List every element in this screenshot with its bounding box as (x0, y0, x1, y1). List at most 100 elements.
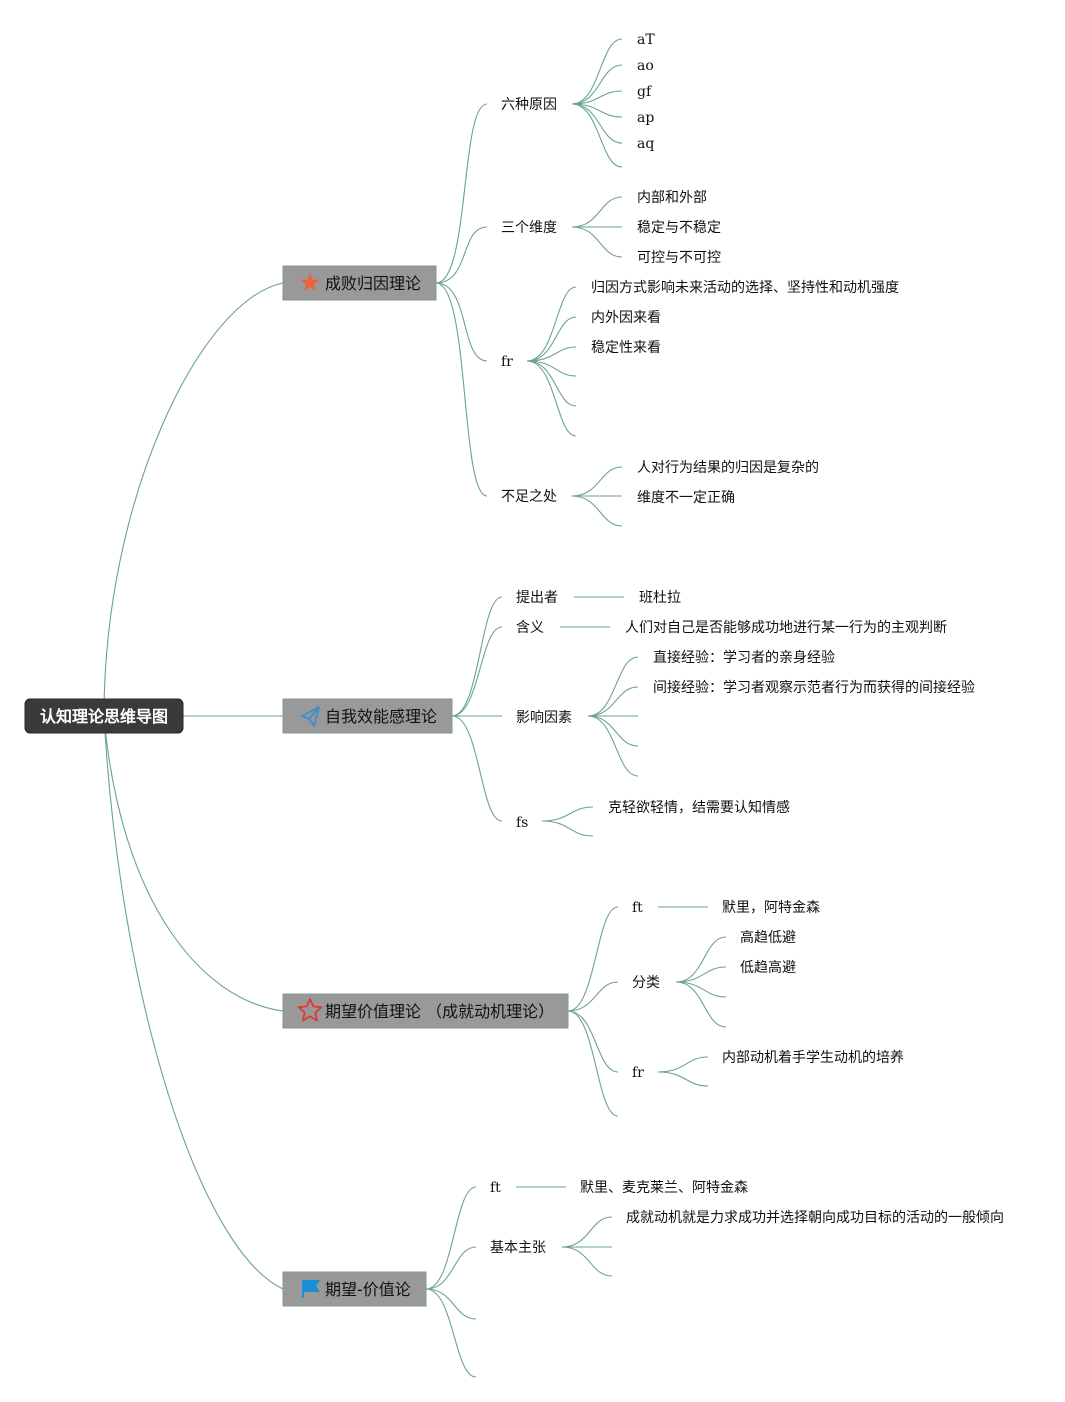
leaf-node-label[interactable]: 默里、麦克莱兰、阿特金森 (580, 1180, 748, 1196)
leaf-node-label[interactable]: 班杜拉 (639, 590, 681, 606)
topic-node-2[interactable]: 自我效能感理论 (282, 698, 453, 734)
link-t2b3-l2 (587, 686, 639, 717)
branch-node-label[interactable]: 分类 (632, 975, 660, 991)
link-t4-b4 (425, 1288, 477, 1378)
link-t3b3-l2 (657, 1071, 709, 1087)
leaf-node-label[interactable]: ap (637, 110, 654, 126)
paper-plane-icon (301, 706, 320, 727)
leaf-node-label[interactable]: 低趋高避 (740, 959, 796, 976)
link-t1b3-l5 (526, 360, 577, 407)
leaf-node-label[interactable]: 直接经验：学习者的亲身经验 (653, 649, 835, 666)
link-t1b1-l1 (571, 38, 623, 105)
link-root-topic-1 (103, 282, 284, 717)
link-t1-b3 (435, 282, 488, 362)
link-t4-b1 (425, 1186, 477, 1290)
orange-star-icon (300, 273, 320, 291)
link-t2b4-l1 (541, 806, 594, 822)
link-root-topic-3 (103, 715, 284, 1012)
topic-node-1[interactable]: 成败归因理论 (282, 265, 437, 301)
branch-node-label[interactable]: ft (490, 1180, 501, 1196)
link-t2b3-l5 (587, 715, 639, 777)
link-t4-b2 (425, 1246, 477, 1290)
link-t1b1-l2 (571, 64, 623, 105)
link-t3-b3 (567, 1010, 619, 1073)
link-t3b2-l4 (675, 981, 727, 1028)
link-t1b4-l1 (571, 466, 623, 497)
leaf-node-label[interactable]: 内部动机着手学生动机的培养 (722, 1050, 904, 1066)
link-t2-b4 (451, 715, 503, 822)
leaf-node-label[interactable]: 内外因来看 (591, 310, 661, 326)
connector-lines (103, 38, 727, 1378)
link-t2-b1 (451, 596, 503, 717)
blue-flag-icon (302, 1280, 320, 1298)
leaf-node-label[interactable]: 高趋低避 (740, 929, 796, 946)
branch-node-label[interactable]: 提出者 (516, 590, 558, 606)
link-t1b3-l2 (526, 316, 577, 362)
leaf-node-label[interactable]: 成就动机就是力求成功并选择朝向成功目标的活动的一般倾向 (626, 1210, 1004, 1226)
root-node[interactable]: 认知理论思维导图 (24, 698, 184, 734)
leaf-node-label[interactable]: aq (637, 136, 654, 152)
topic-node-4[interactable]: 期望-价值论 (282, 1271, 427, 1307)
link-t1b3-l3 (526, 346, 577, 362)
leaf-node-label[interactable]: 人对行为结果的归因是复杂的 (637, 459, 819, 476)
leaf-node-label[interactable]: gf (637, 84, 653, 100)
link-t1-b4 (435, 282, 488, 497)
leaf-node-label[interactable]: 间接经验：学习者观察示范者行为而获得的间接经验 (653, 679, 975, 696)
link-t1b2-l1 (571, 196, 623, 228)
branch-node-label[interactable]: fs (516, 815, 528, 831)
link-t4b2-l1 (561, 1216, 613, 1248)
link-t1b2-l3 (571, 226, 623, 258)
link-t1b1-l5 (571, 103, 623, 144)
branch-node-label[interactable]: 影响因素 (516, 710, 572, 726)
branch-node-label[interactable]: 含义 (516, 620, 544, 636)
branch-node-label[interactable]: fr (632, 1065, 644, 1081)
leaf-node-label[interactable]: 内部和外部 (637, 190, 707, 206)
branch-node-label[interactable]: 不足之处 (501, 489, 557, 505)
leaf-node-label[interactable]: ao (637, 58, 654, 74)
leaf-node-label[interactable]: 稳定与不稳定 (637, 220, 721, 236)
link-t2b3-l1 (587, 656, 639, 717)
topic-node-3-label: 期望价值理论 （成就动机理论） (325, 1002, 554, 1021)
link-t1b1-l6 (571, 103, 623, 168)
link-t3b2-l3 (675, 981, 727, 998)
branch-node-label[interactable]: fr (501, 354, 513, 370)
topic-node-1-label: 成败归因理论 (325, 274, 421, 293)
link-t1b3-l6 (526, 360, 577, 437)
leaf-node-label[interactable]: 维度不一定正确 (637, 490, 735, 506)
link-t4b2-l3 (561, 1246, 613, 1277)
link-t1b1-l3 (571, 90, 623, 105)
leaf-node-label[interactable]: 可控与不可控 (637, 250, 721, 266)
leaf-node-label[interactable]: aT (637, 32, 655, 48)
link-t3b2-l2 (675, 966, 727, 983)
link-t3b2-l1 (675, 936, 727, 983)
branch-node-label[interactable]: 六种原因 (501, 97, 557, 113)
link-t4-b3 (425, 1288, 477, 1320)
branch-node-label[interactable]: 三个维度 (501, 220, 557, 236)
link-t1-b1 (435, 103, 488, 284)
root-node-label: 认知理论思维导图 (40, 707, 168, 726)
link-t3-b1 (567, 906, 619, 1012)
link-t3b3-l1 (657, 1056, 709, 1073)
root-node-box (24, 698, 184, 734)
link-t1b3-l1 (526, 286, 577, 362)
branch-node-label[interactable]: ft (632, 900, 643, 916)
topic-node-3-box (282, 993, 569, 1029)
leaf-node-label[interactable]: 稳定性来看 (591, 340, 661, 356)
link-t1-b2 (435, 226, 488, 284)
link-t2-b2 (451, 626, 503, 717)
leaf-node-label[interactable]: 人们对自己是否能够成功地进行某一行为的主观判断 (625, 620, 947, 636)
leaf-node-label[interactable]: 归因方式影响未来活动的选择、坚持性和动机强度 (591, 279, 899, 296)
topic-node-3[interactable]: 期望价值理论 （成就动机理论） (282, 993, 569, 1029)
red-star-outline-icon (297, 998, 323, 1022)
link-t2b4-l2 (541, 820, 594, 837)
branch-node-label[interactable]: 基本主张 (490, 1239, 546, 1256)
topic-node-4-label: 期望-价值论 (325, 1280, 411, 1299)
link-t3-b2 (567, 981, 619, 1012)
link-t1b4-l3 (571, 495, 623, 527)
topic-node-2-label: 自我效能感理论 (325, 707, 437, 726)
link-root-topic-4 (103, 715, 284, 1290)
leaf-node-label[interactable]: 默里，阿特金森 (722, 900, 820, 916)
leaf-node-label[interactable]: 克轻欲轻情，结需要认知情感 (608, 799, 790, 816)
link-t3-b4 (567, 1010, 619, 1117)
